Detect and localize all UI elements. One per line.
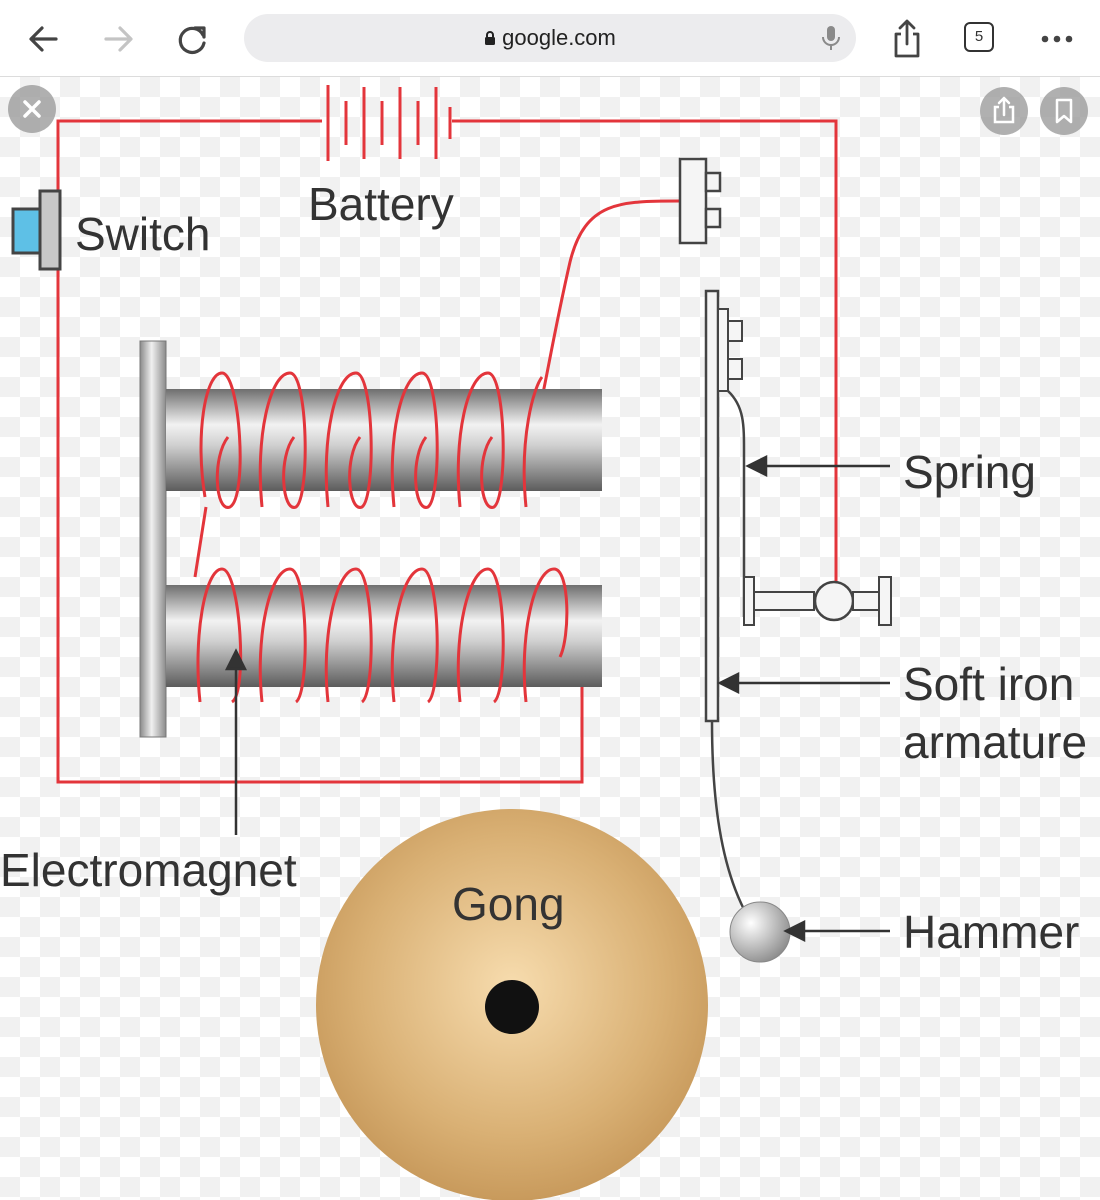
tab-count: 5 bbox=[974, 28, 984, 45]
label-arrows bbox=[224, 454, 890, 943]
switch-symbol bbox=[11, 189, 62, 271]
back-icon[interactable] bbox=[20, 14, 70, 64]
tab-switcher-button[interactable]: 5 bbox=[964, 22, 994, 52]
hammer-ball bbox=[729, 901, 791, 963]
battery-symbol bbox=[326, 85, 452, 161]
gong bbox=[316, 809, 708, 1200]
address-bar[interactable]: google.com bbox=[244, 14, 856, 62]
switch-label: Switch bbox=[75, 208, 211, 260]
share-icon[interactable] bbox=[882, 14, 932, 64]
more-options-icon[interactable] bbox=[1032, 14, 1082, 64]
soft-iron-label: Soft iron bbox=[903, 658, 1075, 710]
soft-iron-armature bbox=[704, 289, 750, 918]
image-viewer: Battery Switch Spring Soft iron armature… bbox=[0, 77, 1100, 1200]
battery-label: Battery bbox=[308, 178, 454, 230]
spring-label: Spring bbox=[903, 446, 1036, 498]
save-image-button[interactable] bbox=[1040, 87, 1088, 135]
contact-screw bbox=[678, 157, 722, 245]
close-viewer-button[interactable] bbox=[8, 85, 56, 133]
close-icon bbox=[23, 100, 41, 118]
hammer-label: Hammer bbox=[903, 906, 1080, 958]
lock-icon bbox=[484, 26, 496, 52]
adjusting-screw bbox=[743, 576, 892, 626]
browser-toolbar: google.com 5 bbox=[0, 0, 1100, 77]
gong-label: Gong bbox=[452, 878, 565, 930]
share-image-button[interactable] bbox=[980, 87, 1028, 135]
circuit-wire bbox=[56, 119, 838, 784]
electromagnet bbox=[139, 340, 602, 738]
reload-icon[interactable] bbox=[168, 14, 218, 64]
url-text: google.com bbox=[502, 25, 616, 50]
bookmark-icon bbox=[1055, 98, 1073, 124]
url-display[interactable]: google.com bbox=[244, 25, 856, 52]
microphone-icon[interactable] bbox=[820, 24, 842, 52]
electromagnet-label: Electromagnet bbox=[0, 844, 297, 896]
armature-label: armature bbox=[903, 716, 1088, 768]
electric-bell-diagram bbox=[11, 85, 892, 1200]
forward-icon[interactable] bbox=[94, 14, 144, 64]
share-icon bbox=[993, 96, 1015, 124]
